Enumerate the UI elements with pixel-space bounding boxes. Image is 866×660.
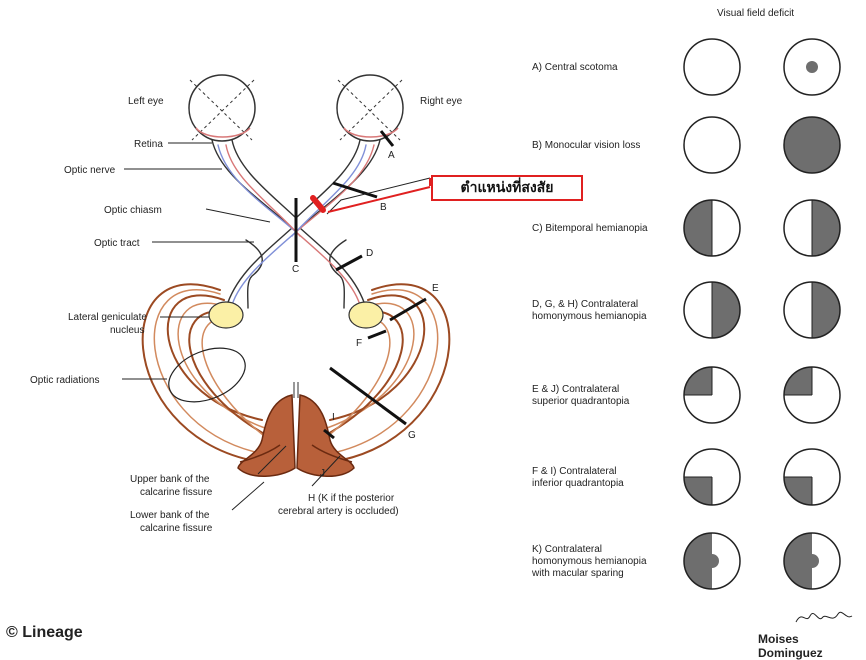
upper-bank-label-line1: Upper bank of the (130, 474, 210, 485)
deficit-label: homonymous hemianopia (532, 556, 647, 567)
lesion-letter-j: J (320, 468, 325, 479)
lesion-letter-f: F (356, 338, 362, 349)
deficit-field-left (684, 282, 740, 338)
h-note-line2: cerebral artery is occluded) (278, 506, 399, 517)
suspected-location-callout: ตำแหน่งที่สงสัย (431, 175, 583, 201)
deficit-label: superior quadrantopia (532, 396, 630, 407)
lesion-letter-b: B (380, 202, 387, 213)
deficit-label: K) Contralateral (532, 544, 602, 555)
signature-icon (792, 602, 856, 630)
deficit-field-left (684, 200, 740, 256)
lower-bank-label-line2: calcarine fissure (140, 523, 213, 534)
deficit-list: A) Central scotoma B) Monocular vision lo… (531, 39, 840, 589)
deficit-label: C) Bitemporal hemianopia (532, 223, 648, 234)
deficit-field-right (784, 282, 840, 338)
deficit-field-left (684, 39, 740, 95)
visual-field-title: Visual field deficit (717, 8, 794, 19)
right-eye (337, 75, 403, 141)
h-note-line1: H (K if the posterior (308, 493, 395, 504)
lgn-left (209, 302, 243, 328)
author-name: Moises Dominguez (758, 632, 866, 660)
deficit-label: E & J) Contralateral (532, 384, 619, 395)
optic-radiations-left (143, 284, 272, 460)
deficit-field-left (684, 117, 740, 173)
deficit-label: A) Central scotoma (532, 62, 618, 73)
optic-nerve-label: Optic nerve (64, 165, 116, 176)
deficit-field-left (684, 533, 740, 589)
lgn-label-line2: nucleus (110, 325, 144, 336)
deficit-field-right (784, 117, 840, 173)
deficit-label: inferior quadrantopia (532, 478, 624, 489)
left-eye-label: Left eye (128, 96, 164, 107)
retina-label: Retina (134, 139, 163, 150)
lesion-letter-c: C (292, 264, 299, 275)
optic-radiations-right (320, 284, 449, 460)
optic-radiations-ellipse (161, 338, 253, 412)
lesion-letter-d: D (366, 248, 373, 259)
lesion-letter-a: A (388, 150, 395, 161)
deficit-label: F & I) Contralateral (532, 466, 616, 477)
optic-radiations-label: Optic radiations (30, 375, 99, 386)
deficit-field-right (784, 200, 840, 256)
deficit-label: B) Monocular vision loss (532, 140, 640, 151)
optic-chiasm-label: Optic chiasm (104, 205, 162, 216)
lesion-letter-g: G (408, 430, 416, 441)
deficit-field-right (784, 533, 840, 589)
left-eye (189, 75, 255, 141)
suspected-lesion-mark (313, 198, 323, 210)
lgn-right (349, 302, 383, 328)
optic-tract-label: Optic tract (94, 238, 140, 249)
deficit-field-right (784, 39, 840, 95)
upper-bank-label-line2: calcarine fissure (140, 487, 213, 498)
right-eye-label: Right eye (420, 96, 463, 107)
deficit-label: D, G, & H) Contralateral (532, 299, 638, 310)
lower-bank-label-line1: Lower bank of the (130, 510, 210, 521)
deficit-label: with macular sparing (531, 568, 624, 579)
lgn-label-line1: Lateral geniculate (68, 312, 147, 323)
lesion-letter-e: E (432, 283, 439, 294)
deficit-label: homonymous hemianopia (532, 311, 647, 322)
lesion-letter-i: I (332, 412, 335, 423)
copyright: © Lineage (6, 624, 83, 642)
